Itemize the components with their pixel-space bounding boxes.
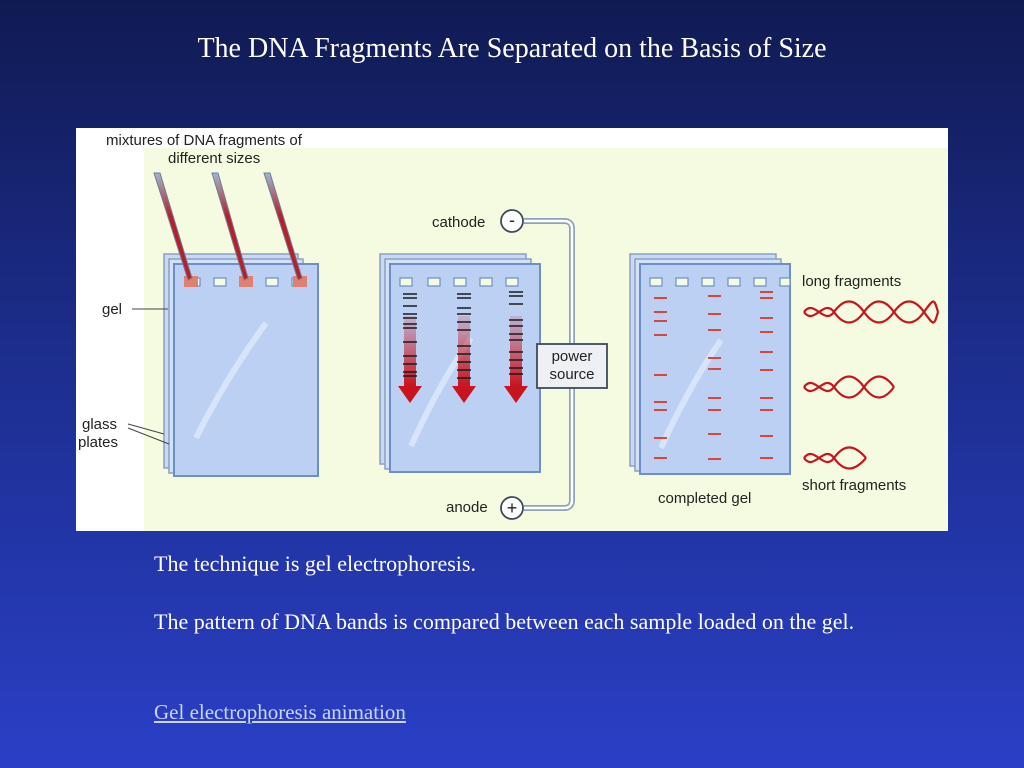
mixtures-label-line1: mixtures of DNA fragments of [106, 132, 303, 149]
migration-arrow-1 [398, 293, 422, 403]
loading-gel [163, 253, 319, 477]
mixtures-label-line2: different sizes [168, 150, 260, 167]
cathode-label: cathode [432, 214, 485, 231]
migration-arrow-2 [452, 293, 476, 403]
completed-gel [629, 253, 791, 475]
anode-sign: + [507, 498, 518, 518]
anode-label: anode [446, 499, 488, 516]
paragraph-pattern: The pattern of DNA bands is compared bet… [154, 609, 855, 634]
electrophoresis-figure: mixtures of DNA fragments of different s… [76, 128, 948, 531]
band-lane-1 [654, 297, 667, 459]
short-fragments-label: short fragments [802, 477, 906, 494]
power-label-line1: power [552, 348, 593, 365]
pipette-1 [153, 172, 193, 281]
pipette-3 [263, 172, 303, 281]
long-dna-helix-icon [803, 300, 940, 324]
glass-label-line2: plates [78, 434, 118, 451]
slide-title: The DNA Fragments Are Separated on the B… [197, 33, 827, 64]
glass-leader-line-2 [127, 427, 170, 445]
cathode-sign: - [509, 210, 515, 230]
short-dna-helix-icon [803, 446, 867, 470]
completed-gel-label: completed gel [658, 490, 751, 507]
band-lane-3 [760, 291, 773, 459]
animation-link[interactable]: Gel electrophoresis animation [154, 700, 406, 724]
cathode-terminal [500, 209, 524, 233]
pipette-2 [211, 172, 249, 281]
long-fragments-label: long fragments [802, 273, 901, 290]
gel-label: gel [102, 301, 122, 318]
power-source-box [536, 343, 608, 389]
anode-terminal [500, 496, 524, 520]
power-label-line2: source [549, 366, 594, 383]
band-lane-2 [708, 295, 721, 460]
paragraph-technique: The technique is gel electrophoresis. [154, 551, 476, 576]
glass-label-line1: glass [82, 416, 117, 433]
glass-leader-line-1 [127, 423, 165, 435]
migration-arrow-3 [504, 291, 528, 403]
medium-dna-helix-icon [803, 375, 895, 399]
